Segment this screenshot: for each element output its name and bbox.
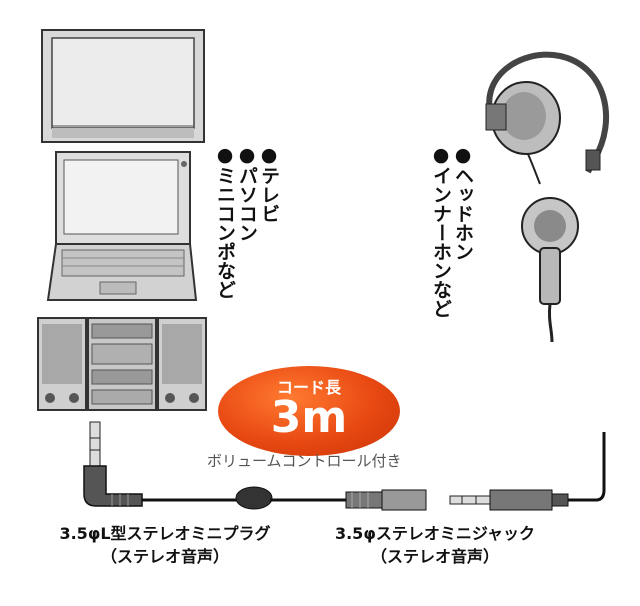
stereo-mini-jack <box>345 489 427 511</box>
source-label-pc: ●パソコン <box>236 144 258 242</box>
earphone-illustration <box>521 197 579 343</box>
cord-length-value: 3m <box>270 392 348 443</box>
plug-left-name: 3.5φL型ステレオミニプラグ <box>59 524 271 543</box>
plug-right-name: 3.5φステレオミニジャック <box>334 524 536 543</box>
mini-stereo-illustration <box>37 317 207 411</box>
plug-right-audio: （ステレオ音声） <box>370 547 499 566</box>
headphone-illustration <box>485 51 609 185</box>
l-shaped-stereo-mini-plug <box>83 421 143 507</box>
cord-length-badge: コード長 3m <box>218 366 400 456</box>
cord-length-label: コード長 <box>276 378 341 397</box>
plug-left-audio: （ステレオ音声） <box>100 547 229 566</box>
headphone-plug <box>449 432 606 511</box>
source-label-tv: ●テレビ <box>258 144 280 223</box>
source-label-minicompo: ●ミニコンポなど <box>214 144 236 299</box>
extension-cord <box>142 486 346 510</box>
laptop-illustration <box>46 151 198 301</box>
output-label-inner-earphone: ●インナーホンなど <box>430 144 452 318</box>
output-label-headphone: ●ヘッドホン <box>452 144 474 261</box>
tv-illustration <box>41 29 205 143</box>
volume-control-note: ボリュームコントロール付き <box>207 452 402 470</box>
volume-control-dial <box>235 486 273 510</box>
